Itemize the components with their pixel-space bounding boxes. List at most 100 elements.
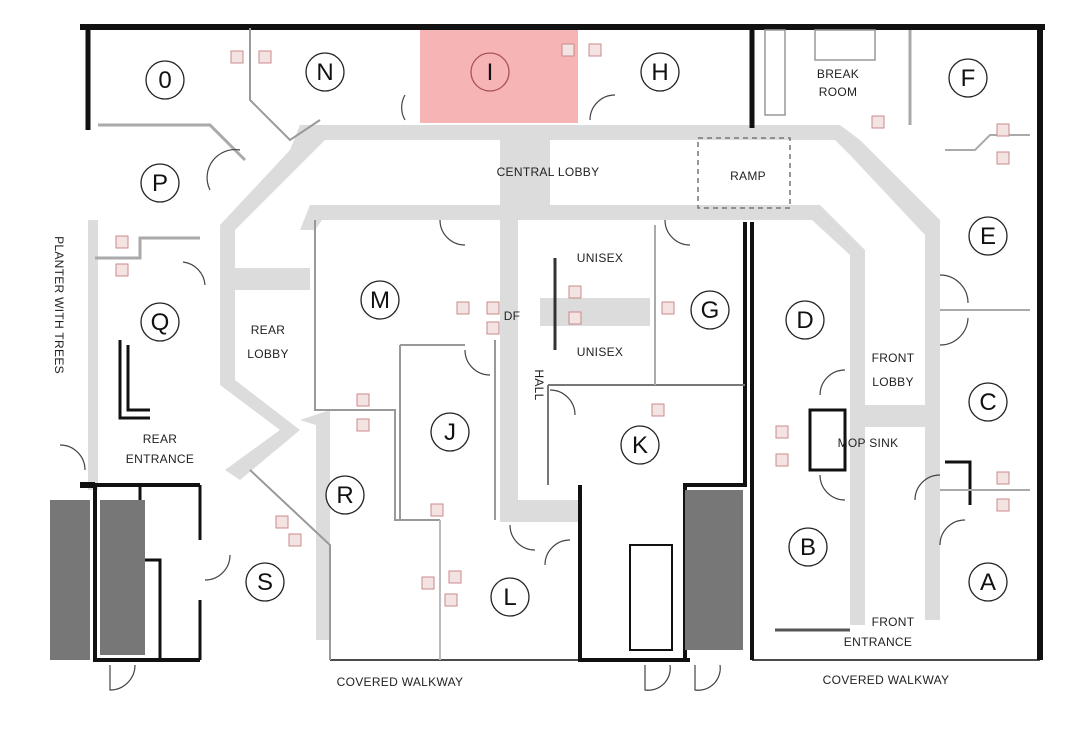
fixture-icon	[588, 43, 602, 57]
room-circle	[788, 527, 828, 567]
room-marker-d: D	[785, 300, 825, 340]
walls	[50, 24, 1045, 662]
room-marker-n: N	[305, 52, 345, 92]
room-marker-h: H	[640, 52, 680, 92]
room-marker-a: A	[968, 562, 1008, 602]
room-circle	[305, 52, 345, 92]
break-room-label: BREAK	[817, 67, 859, 81]
front-lobby-label: LOBBY	[872, 375, 914, 389]
mop-sink-label: MOP SINK	[838, 436, 899, 450]
fixture-icon	[651, 403, 665, 417]
rear-entrance-label: REAR	[143, 432, 178, 446]
room-circle	[968, 562, 1008, 602]
room-id: M	[370, 287, 390, 314]
room-circle	[145, 60, 185, 100]
fixture-icon	[430, 503, 444, 517]
covered-walkway-right-label: COVERED WALKWAY	[823, 673, 950, 687]
room-marker-k: K	[620, 425, 660, 465]
fixture-icon	[456, 301, 470, 315]
fixture-icon	[258, 50, 272, 64]
covered-walkway-left-label: COVERED WALKWAY	[337, 675, 464, 689]
doors	[59, 94, 969, 691]
fixture-icon	[775, 425, 789, 439]
room-circle	[640, 52, 680, 92]
room-circle	[968, 216, 1008, 256]
room-id: F	[961, 65, 976, 92]
planter-label: PLANTER WITH TREES	[52, 236, 66, 374]
fixture-icon	[486, 301, 500, 315]
room-id: E	[980, 223, 996, 250]
front-lobby-label: FRONT	[872, 351, 915, 365]
rear-lobby-label: LOBBY	[247, 347, 289, 361]
fixture-icon	[421, 576, 435, 590]
room-marker-p: P	[140, 163, 180, 203]
fixture-icon	[996, 471, 1010, 485]
room-id: N	[316, 59, 333, 86]
ramp-label: RAMP	[730, 169, 766, 183]
room-circle	[948, 58, 988, 98]
unisex-bottom-label: UNISEX	[577, 345, 623, 359]
room-id: R	[336, 482, 353, 509]
room-id: I	[487, 59, 494, 86]
fixture-icon	[115, 263, 129, 277]
room-marker-e: E	[968, 216, 1008, 256]
fixture-icon	[444, 593, 458, 607]
room-marker-l: L	[490, 577, 530, 617]
room-id: H	[651, 59, 668, 86]
fixture-icon	[486, 321, 500, 335]
unisex-top-label: UNISEX	[577, 251, 623, 265]
room-circle	[325, 475, 365, 515]
corridors	[88, 125, 940, 640]
break-room-label: ROOM	[819, 85, 858, 99]
room-id: J	[444, 419, 456, 446]
room-id: L	[503, 584, 516, 611]
front-entrance-label: FRONT	[872, 615, 915, 629]
room-circle	[140, 302, 180, 342]
room-id: S	[257, 569, 273, 596]
room-circle	[470, 52, 510, 92]
fixture-icon	[996, 123, 1010, 137]
fixture-icon	[275, 515, 289, 529]
room-marker-i: I	[470, 52, 510, 92]
fixture-icon	[661, 301, 675, 315]
fixture-icon	[996, 151, 1010, 165]
room-circle	[785, 300, 825, 340]
fixture-icon	[115, 235, 129, 249]
front-entrance-label: ENTRANCE	[844, 635, 912, 649]
room-marker-j: J	[430, 412, 470, 452]
room-circle	[968, 382, 1008, 422]
fixture-icon	[230, 50, 244, 64]
room-circle	[620, 425, 660, 465]
room-id: Q	[151, 309, 170, 336]
room-id: C	[979, 389, 996, 416]
fixture-icon	[356, 418, 370, 432]
room-circle	[490, 577, 530, 617]
room-circle	[245, 562, 285, 602]
room-marker-f: F	[948, 58, 988, 98]
fixture-icon	[775, 453, 789, 467]
room-id: B	[800, 534, 816, 561]
room-circle	[140, 163, 180, 203]
central-lobby-label: CENTRAL LOBBY	[497, 165, 600, 179]
room-marker-g: G	[690, 290, 730, 330]
fixture-icon	[568, 311, 582, 325]
fixture-icon	[996, 498, 1010, 512]
fixture-icon	[356, 393, 370, 407]
hall-label: HALL	[532, 369, 546, 400]
room-marker-s: S	[245, 562, 285, 602]
room-id: D	[796, 307, 813, 334]
fixture-icon	[288, 533, 302, 547]
room-circle	[430, 412, 470, 452]
rear-entrance-label: ENTRANCE	[126, 452, 194, 466]
room-id: 0	[158, 67, 171, 94]
room-id: A	[980, 569, 996, 596]
room-marker-c: C	[968, 382, 1008, 422]
room-marker-m: M	[360, 280, 400, 320]
rear-lobby-label: REAR	[251, 323, 286, 337]
room-circle	[690, 290, 730, 330]
fixture-icon	[561, 43, 575, 57]
room-id: K	[632, 432, 648, 459]
drinking-fountain-label: DF	[504, 309, 521, 323]
fixture-icon	[871, 115, 885, 129]
